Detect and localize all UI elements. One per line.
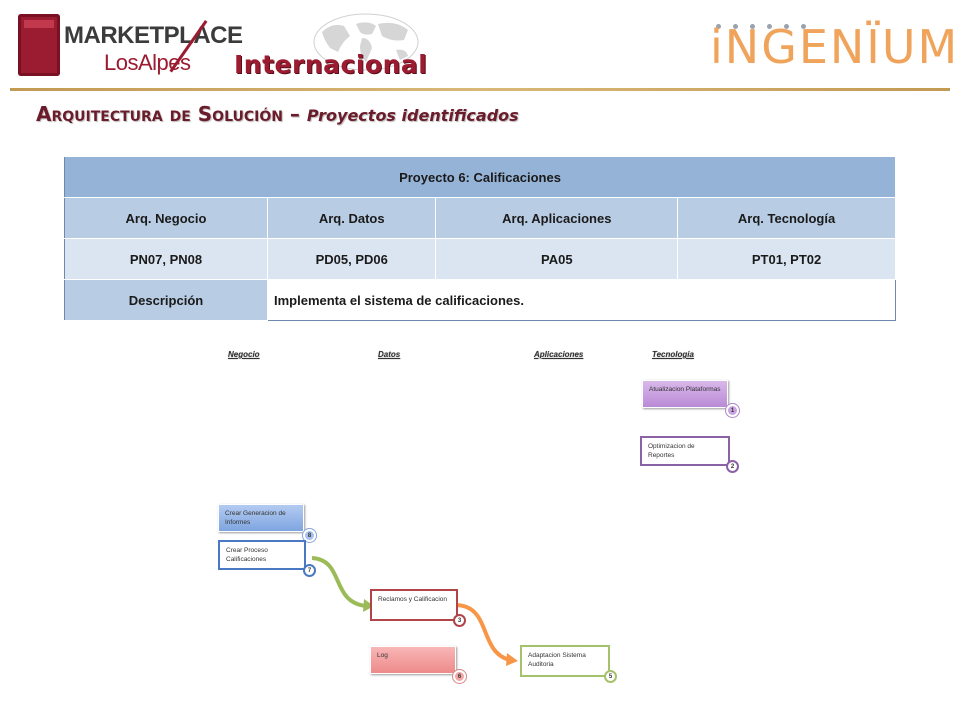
- node-crear-proceso-calificaciones: Crear Proceso Calificaciones: [218, 540, 306, 570]
- connector-3-to-5: [455, 603, 511, 662]
- header-cell: Arq. Datos: [266, 197, 437, 239]
- connector-7-to-3: [311, 556, 367, 608]
- node-number-badge: 7: [303, 564, 316, 577]
- column-header-aplicaciones: Aplicaciones: [534, 350, 584, 359]
- brand-name: MARKETPLACE: [64, 22, 243, 49]
- column-header-datos: Datos: [378, 350, 401, 359]
- node-number-badge: 2: [726, 460, 739, 473]
- node-number-badge: 6: [453, 670, 466, 683]
- node-number-badge: 8: [303, 529, 316, 542]
- header-cell: Arq. Aplicaciones: [435, 197, 679, 239]
- description-label: Descripción: [64, 279, 268, 321]
- node-reclamos-calificacion: Reclamos y Calificacion: [370, 589, 458, 621]
- world-map-icon: [313, 13, 419, 71]
- connector-3-to-5-arrowhead: [506, 653, 518, 666]
- tagline: Internacional: [234, 50, 428, 79]
- column-header-tecnologia: Tecnologia: [652, 350, 694, 359]
- table-row: PN07, PN08 PD05, PD06 PA05 PT01, PT02: [64, 238, 896, 280]
- header-cell: Arq. Tecnología: [677, 197, 896, 239]
- table-cell: PA05: [435, 238, 679, 280]
- node-number-badge: 3: [453, 614, 466, 627]
- table-cell: PN07, PN08: [64, 238, 268, 280]
- table-header-row: Arq. Negocio Arq. Datos Arq. Aplicacione…: [64, 197, 896, 239]
- page-title: Arquitectura de Solución – Proyectos ide…: [36, 102, 519, 126]
- description-value: Implementa el sistema de calificaciones.: [267, 279, 896, 321]
- header-cell: Arq. Negocio: [64, 197, 268, 239]
- page-subtitle: Proyectos identificados: [306, 106, 519, 125]
- marketplace-logo-icon: [18, 14, 60, 76]
- node-log: Log: [370, 646, 456, 674]
- page-title-main: Arquitectura de Solución –: [36, 102, 307, 126]
- partner-logo-dots: [716, 16, 818, 34]
- node-number-badge: 1: [726, 404, 739, 417]
- project-table: Proyecto 6: Calificaciones Arq. Negocio …: [64, 156, 896, 321]
- header-rule: [10, 88, 950, 91]
- table-title: Proyecto 6: Calificaciones: [64, 156, 896, 198]
- partner-logo: iNGENÏUM: [710, 20, 960, 74]
- description-row: Descripción Implementa el sistema de cal…: [64, 279, 896, 321]
- node-atualizacion-plataformas: Atualizacion Plataformas: [642, 380, 728, 408]
- node-number-badge: 5: [604, 670, 617, 683]
- node-adaptacion-sistema-auditoria: Adaptacion Sistema Auditoria: [520, 645, 610, 677]
- node-crear-generacion-informes: Crear Generacion de Informes: [218, 504, 304, 532]
- column-header-negocio: Negocio: [228, 350, 260, 359]
- table-cell: PD05, PD06: [266, 238, 437, 280]
- table-cell: PT01, PT02: [677, 238, 896, 280]
- table-title-row: Proyecto 6: Calificaciones: [64, 156, 896, 198]
- node-optimizacion-reportes: Optimizacion de Reportes: [640, 436, 730, 466]
